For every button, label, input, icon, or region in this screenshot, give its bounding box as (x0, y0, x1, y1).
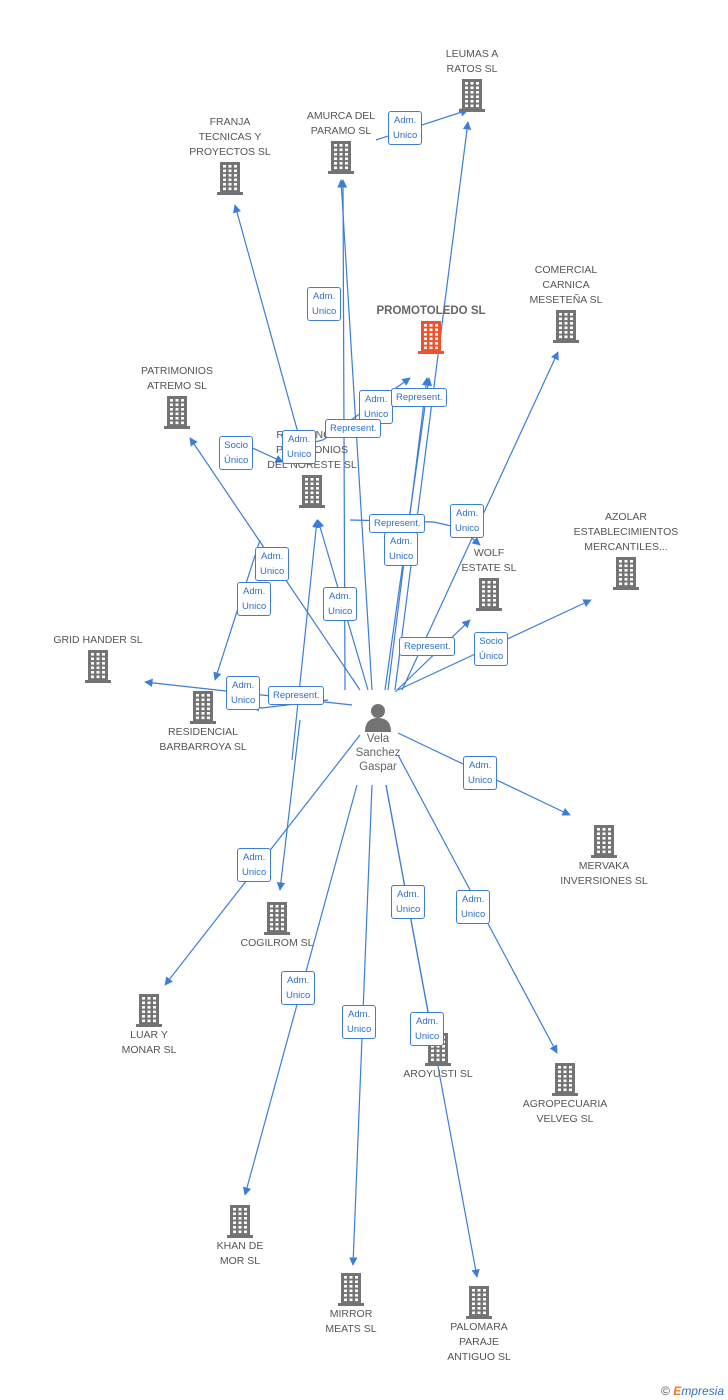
company-node-grid-hander[interactable]: GRID HANDER SL (33, 633, 163, 684)
company-name: COGILROM SL (240, 937, 314, 949)
building-icon (33, 648, 163, 684)
relation-label-adm-unico[interactable]: Adm. Unico (282, 430, 317, 464)
building-icon (112, 394, 242, 430)
relation-label-represent[interactable]: Represent. (369, 514, 426, 533)
company-name: FRANJA TECNICAS Y PROYECTOS SL (189, 116, 271, 158)
building-icon (501, 308, 631, 344)
company-node-franja[interactable]: FRANJA TECNICAS Y PROYECTOS SL (165, 115, 295, 196)
relation-label-adm-unico[interactable]: Adm. Unico (323, 587, 358, 621)
building-icon (286, 1271, 416, 1307)
company-name: WOLF ESTATE SL (461, 547, 517, 574)
company-node-mervaka[interactable]: MERVAKA INVERSIONES SL (539, 823, 669, 889)
relation-label-adm-unico[interactable]: Adm. Unico (307, 287, 342, 321)
company-name: GRID HANDER SL (53, 634, 143, 646)
relation-label-represent[interactable]: Represent. (325, 419, 382, 438)
relation-label-represent[interactable]: Represent. (391, 388, 448, 407)
relation-edge (276, 719, 301, 891)
company-name: MERVAKA INVERSIONES SL (560, 860, 648, 887)
company-node-palomara[interactable]: PALOMARA PARAJE ANTIGUO SL (414, 1284, 544, 1365)
company-name: PATRIMONIOS ATREMO SL (141, 365, 213, 392)
person-name: Vela Sanchez Gaspar (355, 733, 401, 773)
relation-label-adm-unico[interactable]: Adm. Unico (359, 390, 394, 424)
building-icon (407, 77, 537, 113)
building-icon (247, 473, 377, 509)
company-name: AMURCA DEL PARAMO SL (306, 110, 376, 137)
company-name: RESIDENCIAL BARBARROYA SL (159, 726, 247, 753)
building-icon (414, 1284, 544, 1320)
company-node-residencial[interactable]: RESIDENCIAL BARBARROYA SL (138, 689, 268, 755)
relation-label-adm-unico[interactable]: Adm. Unico (237, 848, 272, 882)
company-name: PROMOTOLEDO SL (376, 305, 486, 317)
company-node-promotoledo[interactable]: PROMOTOLEDO SL (366, 304, 496, 355)
relation-label-socio-unico[interactable]: Socio Único (219, 436, 254, 470)
company-name: AROYUSTI SL (403, 1068, 473, 1080)
company-name: PALOMARA PARAJE ANTIGUO SL (447, 1321, 511, 1363)
person-node-vela-sanchez-gaspar[interactable]: Vela Sanchez Gaspar (313, 702, 443, 774)
company-node-wolf[interactable]: WOLF ESTATE SL (424, 546, 554, 612)
company-name: COMERCIAL CARNICA MESETEÑA SL (529, 264, 603, 306)
relation-label-adm-unico[interactable]: Adm. Unico (456, 890, 491, 924)
person-icon (365, 704, 391, 732)
company-node-mirror[interactable]: MIRROR MEATS SL (286, 1271, 416, 1337)
relation-label-socio-unico[interactable]: Socio Único (474, 632, 509, 666)
relation-label-adm-unico[interactable]: Adm. Unico (388, 111, 423, 145)
building-icon (212, 900, 342, 936)
building-icon (424, 576, 554, 612)
building-icon (84, 992, 214, 1028)
building-icon (539, 823, 669, 859)
copyright-symbol: © (661, 1384, 670, 1398)
company-node-cogilrom[interactable]: COGILROM SL (212, 900, 342, 951)
building-icon (175, 1203, 305, 1239)
relation-label-adm-unico[interactable]: Adm. Unico (255, 547, 290, 581)
building-icon (138, 689, 268, 725)
company-name: AGROPECUARIA VELVEG SL (522, 1098, 608, 1125)
company-node-patrimonios[interactable]: PATRIMONIOS ATREMO SL (112, 364, 242, 430)
company-name: MIRROR MEATS SL (325, 1308, 377, 1335)
building-icon (561, 555, 691, 591)
relation-label-represent[interactable]: Represent. (268, 686, 325, 705)
company-node-azolar[interactable]: AZOLAR ESTABLECIMIENTOS MERCANTILES... (561, 510, 691, 591)
relation-label-adm-unico[interactable]: Adm. Unico (281, 971, 316, 1005)
relation-label-represent[interactable]: Represent. (399, 637, 456, 656)
empresia-copyright: © Empresia (661, 1384, 724, 1398)
relation-label-adm-unico[interactable]: Adm. Unico (410, 1012, 445, 1046)
relation-edge (232, 204, 301, 441)
relation-label-adm-unico[interactable]: Adm. Unico (237, 582, 272, 616)
company-node-amurca[interactable]: AMURCA DEL PARAMO SL (276, 109, 406, 175)
company-node-comercial[interactable]: COMERCIAL CARNICA MESETEÑA SL (501, 263, 631, 344)
building-icon (276, 139, 406, 175)
relation-edge (394, 619, 471, 693)
brand-logo-e: E (673, 1384, 682, 1398)
relation-label-adm-unico[interactable]: Adm. Unico (342, 1005, 377, 1039)
relation-label-adm-unico[interactable]: Adm. Unico (450, 504, 485, 538)
building-icon (366, 319, 496, 355)
company-name: AZOLAR ESTABLECIMIENTOS MERCANTILES... (573, 511, 679, 553)
company-name: KHAN DE MOR SL (216, 1240, 264, 1267)
building-icon (165, 160, 295, 196)
company-node-leumas[interactable]: LEUMAS A RATOS SL (407, 47, 537, 113)
relation-edge (291, 519, 321, 761)
company-name: LEUMAS A RATOS SL (445, 48, 499, 75)
relation-label-adm-unico[interactable]: Adm. Unico (463, 756, 498, 790)
brand-logo-text: mpresia (681, 1384, 724, 1398)
company-node-luar[interactable]: LUAR Y MONAR SL (84, 992, 214, 1058)
relation-label-adm-unico[interactable]: Adm. Unico (391, 885, 426, 919)
relation-label-adm-unico[interactable]: Adm. Unico (226, 676, 261, 710)
building-icon (500, 1061, 630, 1097)
company-node-agropecuaria[interactable]: AGROPECUARIA VELVEG SL (500, 1061, 630, 1127)
company-name: LUAR Y MONAR SL (121, 1029, 177, 1056)
relation-label-adm-unico[interactable]: Adm. Unico (384, 532, 419, 566)
company-node-khan[interactable]: KHAN DE MOR SL (175, 1203, 305, 1269)
